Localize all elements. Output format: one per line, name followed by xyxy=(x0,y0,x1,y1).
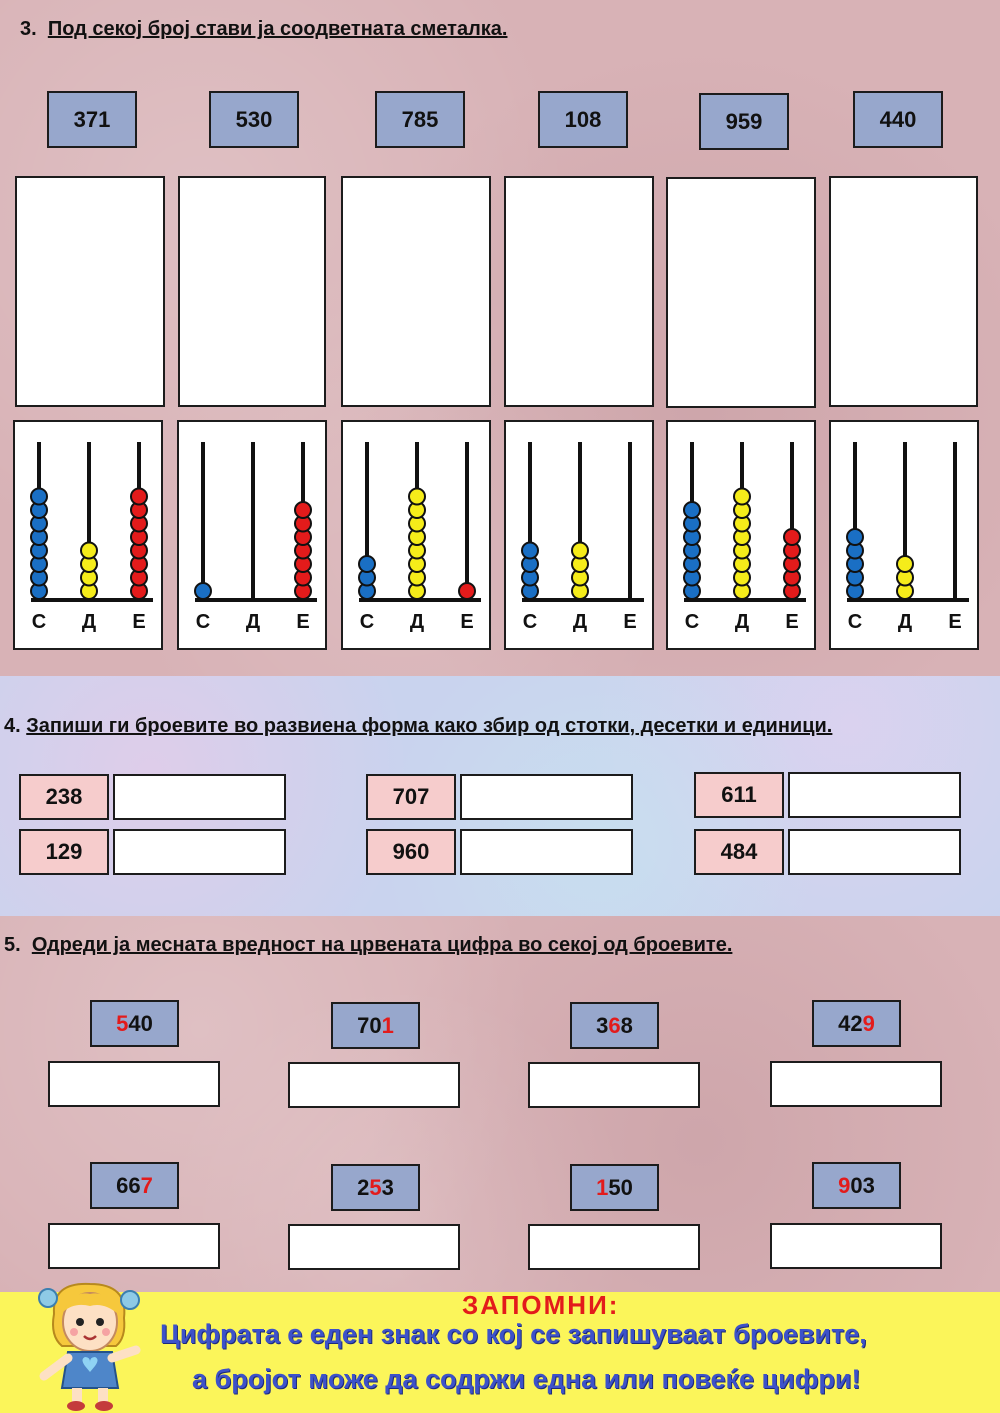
task4-number-3: 707 xyxy=(366,774,456,820)
task4-number-2: 129 xyxy=(19,829,109,875)
abacus-5-label-s: С xyxy=(685,611,699,633)
abacus-2-label-d: Д xyxy=(246,611,260,633)
abacus-1-bead-s xyxy=(30,487,48,506)
abacus-6-label-e: Е xyxy=(948,611,961,633)
abacus-5-label-e: Е xyxy=(785,611,798,633)
task5-answer-2[interactable] xyxy=(288,1062,460,1108)
abacus-6-label-d: Д xyxy=(898,611,912,633)
abacus-3-label-d: Д xyxy=(410,611,424,633)
task4-number-1: 238 xyxy=(19,774,109,820)
abacus-3-bead-d xyxy=(408,487,426,506)
abacus-5-label-d: Д xyxy=(735,611,749,633)
abacus-4-bead-d xyxy=(571,541,589,560)
remember-banner xyxy=(0,1292,1000,1413)
task5-answer-5[interactable] xyxy=(48,1223,220,1269)
task4-answer-1[interactable] xyxy=(113,774,286,820)
task5-answer-1[interactable] xyxy=(48,1061,220,1107)
task5-answer-7[interactable] xyxy=(528,1224,700,1270)
abacus-2-label-e: Е xyxy=(296,611,309,633)
abacus-3-bead-e xyxy=(458,582,476,600)
abacus-6-label-s: С xyxy=(848,611,862,633)
task5-answer-8[interactable] xyxy=(770,1223,942,1269)
task3-drop-target-1[interactable] xyxy=(15,176,165,407)
task3-number-4: 108 xyxy=(538,91,628,148)
task4-answer-6[interactable] xyxy=(788,829,961,875)
abacus-5-bead-d xyxy=(733,487,751,506)
abacus-4-label-d: Д xyxy=(573,611,587,633)
abacus-1-label-s: С xyxy=(32,611,46,633)
task4-number-6: 484 xyxy=(694,829,784,875)
abacus-2-bead-s xyxy=(194,582,212,600)
remember-line-2: а бројот може да содржи една или повеќе … xyxy=(192,1364,861,1394)
task4-heading: 4. Запиши ги броевите во развиена форма … xyxy=(4,715,833,737)
task4-answer-2[interactable] xyxy=(113,829,286,875)
abacus-1-bead-e xyxy=(130,487,148,506)
task3-number-5: 959 xyxy=(699,93,789,150)
abacus-4-label-s: С xyxy=(523,611,537,633)
remember-title: ЗАПОМНИ: xyxy=(462,1290,620,1320)
abacus-3-bead-s xyxy=(358,555,376,573)
remember-line-1: Цифрата е еден знак со кој се запишуваат… xyxy=(160,1319,867,1349)
task3-number-6: 440 xyxy=(853,91,943,148)
abacus-3-label-e: Е xyxy=(460,611,473,633)
abacus-6-bead-d xyxy=(896,555,914,573)
task5-answer-4[interactable] xyxy=(770,1061,942,1107)
abacus-4-label-e: Е xyxy=(623,611,636,633)
task3-drop-target-6[interactable] xyxy=(829,176,978,407)
abacus-5-bead-s xyxy=(683,501,701,519)
abacus-1-label-e: Е xyxy=(132,611,145,633)
task3-number-1: 371 xyxy=(47,91,137,148)
abacus-3-label-s: С xyxy=(360,611,374,633)
task5-answer-3[interactable] xyxy=(528,1062,700,1108)
abacus-1-label-d: Д xyxy=(82,611,96,633)
task3-drop-target-3[interactable] xyxy=(341,176,491,407)
task3-heading: 3. Под секој број стави ја соодветната с… xyxy=(20,18,508,40)
task4-number-5: 611 xyxy=(694,772,784,818)
abacus-6-bead-s xyxy=(846,528,864,546)
abacus-1-bead-d xyxy=(80,541,98,560)
task3-drop-target-2[interactable] xyxy=(178,176,326,407)
task5-heading: 5. Одреди ја месната вредност на црвенат… xyxy=(4,934,733,956)
task4-number-4: 960 xyxy=(366,829,456,875)
task3-drop-target-5[interactable] xyxy=(666,177,816,408)
task4-answer-4[interactable] xyxy=(460,829,633,875)
task3-drop-target-4[interactable] xyxy=(504,176,654,407)
girl-illustration-icon xyxy=(38,1282,141,1411)
task3-number-3: 785 xyxy=(375,91,465,148)
task4-answer-5[interactable] xyxy=(788,772,961,818)
task5-answer-6[interactable] xyxy=(288,1224,460,1270)
abacus-2-bead-e xyxy=(294,501,312,519)
abacus-4-bead-s xyxy=(521,541,539,560)
task3-number-2: 530 xyxy=(209,91,299,148)
task4-answer-3[interactable] xyxy=(460,774,633,820)
abacus-5-bead-e xyxy=(783,528,801,546)
abacus-2-label-s: С xyxy=(196,611,210,633)
